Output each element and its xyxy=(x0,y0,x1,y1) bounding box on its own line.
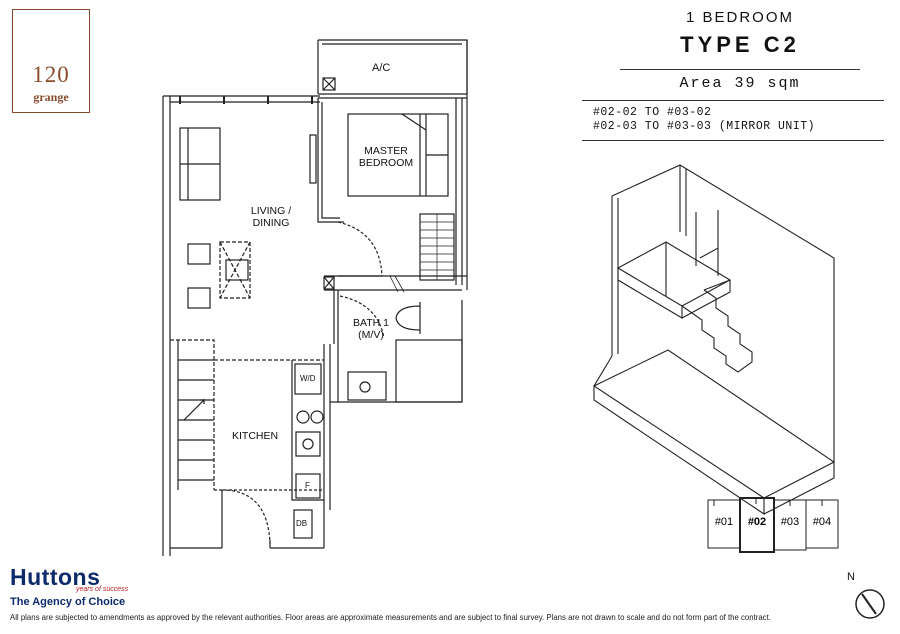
bath-shaft xyxy=(323,276,335,290)
kitchen-sink xyxy=(295,431,321,457)
ac-drain xyxy=(322,77,336,91)
kitchen-counter xyxy=(291,360,324,501)
unit-area: Area 39 sqm xyxy=(679,75,801,92)
north-arrow-icon xyxy=(861,593,877,615)
hob-burner xyxy=(310,410,324,424)
iso-staircase xyxy=(681,289,753,373)
disclaimer: All plans are subjected to amendments as… xyxy=(10,613,771,622)
iso-floor-slab xyxy=(593,386,835,516)
washer-dryer xyxy=(294,363,322,395)
bedroom-window xyxy=(309,134,317,184)
dining-table xyxy=(219,241,251,299)
north-compass-icon xyxy=(855,589,885,619)
fridge xyxy=(295,473,321,499)
key-unit-highlight xyxy=(739,497,775,553)
ac-label: A/C xyxy=(372,62,391,74)
header-divider xyxy=(582,140,884,141)
staircase xyxy=(177,340,214,490)
toilet xyxy=(395,302,421,334)
bedroom-right-wall xyxy=(455,40,468,290)
entrance-door-swing xyxy=(214,489,324,545)
key-unit-04: #04 xyxy=(813,516,831,528)
iso-glass-rail xyxy=(665,210,719,296)
key-unit-01: #01 xyxy=(715,516,733,528)
key-unit-02: #02 xyxy=(748,516,766,528)
bath-basin xyxy=(347,371,387,401)
unit-range: #02-02 TO #03-02 xyxy=(593,106,712,119)
agency-slogan: The Agency of Choice xyxy=(10,596,126,608)
db-label: DB xyxy=(296,519,308,528)
window-mullions xyxy=(179,96,313,104)
developer-logo: 120 grange xyxy=(12,9,90,113)
logo-number: 120 xyxy=(32,62,70,87)
bedroom-count: 1 BEDROOM xyxy=(685,9,794,26)
master-bedroom-label-line: BEDROOM xyxy=(358,157,414,169)
bath-walls xyxy=(324,275,467,344)
agency-logo: Huttons xyxy=(10,564,101,590)
agency-tagline: years of success xyxy=(76,586,129,593)
db-box xyxy=(293,509,313,539)
window-wall xyxy=(163,95,320,103)
living-dining-label-line: LIVING / xyxy=(250,205,292,217)
kitchen-label: KITCHEN xyxy=(232,430,279,442)
bedroom-door-swing xyxy=(337,221,383,277)
fridge-label: F xyxy=(305,481,310,490)
bedroom-top-wall xyxy=(318,93,467,99)
master-bedroom-label-line: MASTER xyxy=(364,145,408,157)
bed-pillows xyxy=(401,113,448,196)
dining-chair xyxy=(187,243,211,265)
living-dining-label-line: DINING xyxy=(252,217,290,229)
bath-label-line: BATH 1 xyxy=(353,317,389,329)
outer-wall xyxy=(162,96,171,556)
kitchen-right-wall xyxy=(323,344,338,510)
key-unit-outline xyxy=(805,499,839,549)
entrance-wall xyxy=(170,510,325,549)
north-label: N xyxy=(847,571,855,583)
hob-burner xyxy=(296,410,310,424)
bedroom-left-wall xyxy=(317,98,344,223)
wd-label: W/D xyxy=(300,374,316,383)
dining-chair xyxy=(187,287,211,309)
master-bedroom-label: MASTER BEDROOM xyxy=(350,145,422,169)
bath-label: BATH 1 (M/V) xyxy=(344,317,398,341)
living-dining-label: LIVING / DINING xyxy=(236,205,306,229)
key-unit-outline xyxy=(773,499,807,551)
unit-type-title: TYPE C2 xyxy=(680,32,800,57)
header-divider xyxy=(620,69,860,70)
dining-chair xyxy=(225,259,249,281)
logo-word: grange xyxy=(33,90,69,104)
bath-label-line: (M/V) xyxy=(358,329,384,341)
key-unit-03: #03 xyxy=(781,516,799,528)
header-divider xyxy=(582,100,884,101)
unit-range: #02-03 TO #03-03 (MIRROR UNIT) xyxy=(593,120,816,133)
